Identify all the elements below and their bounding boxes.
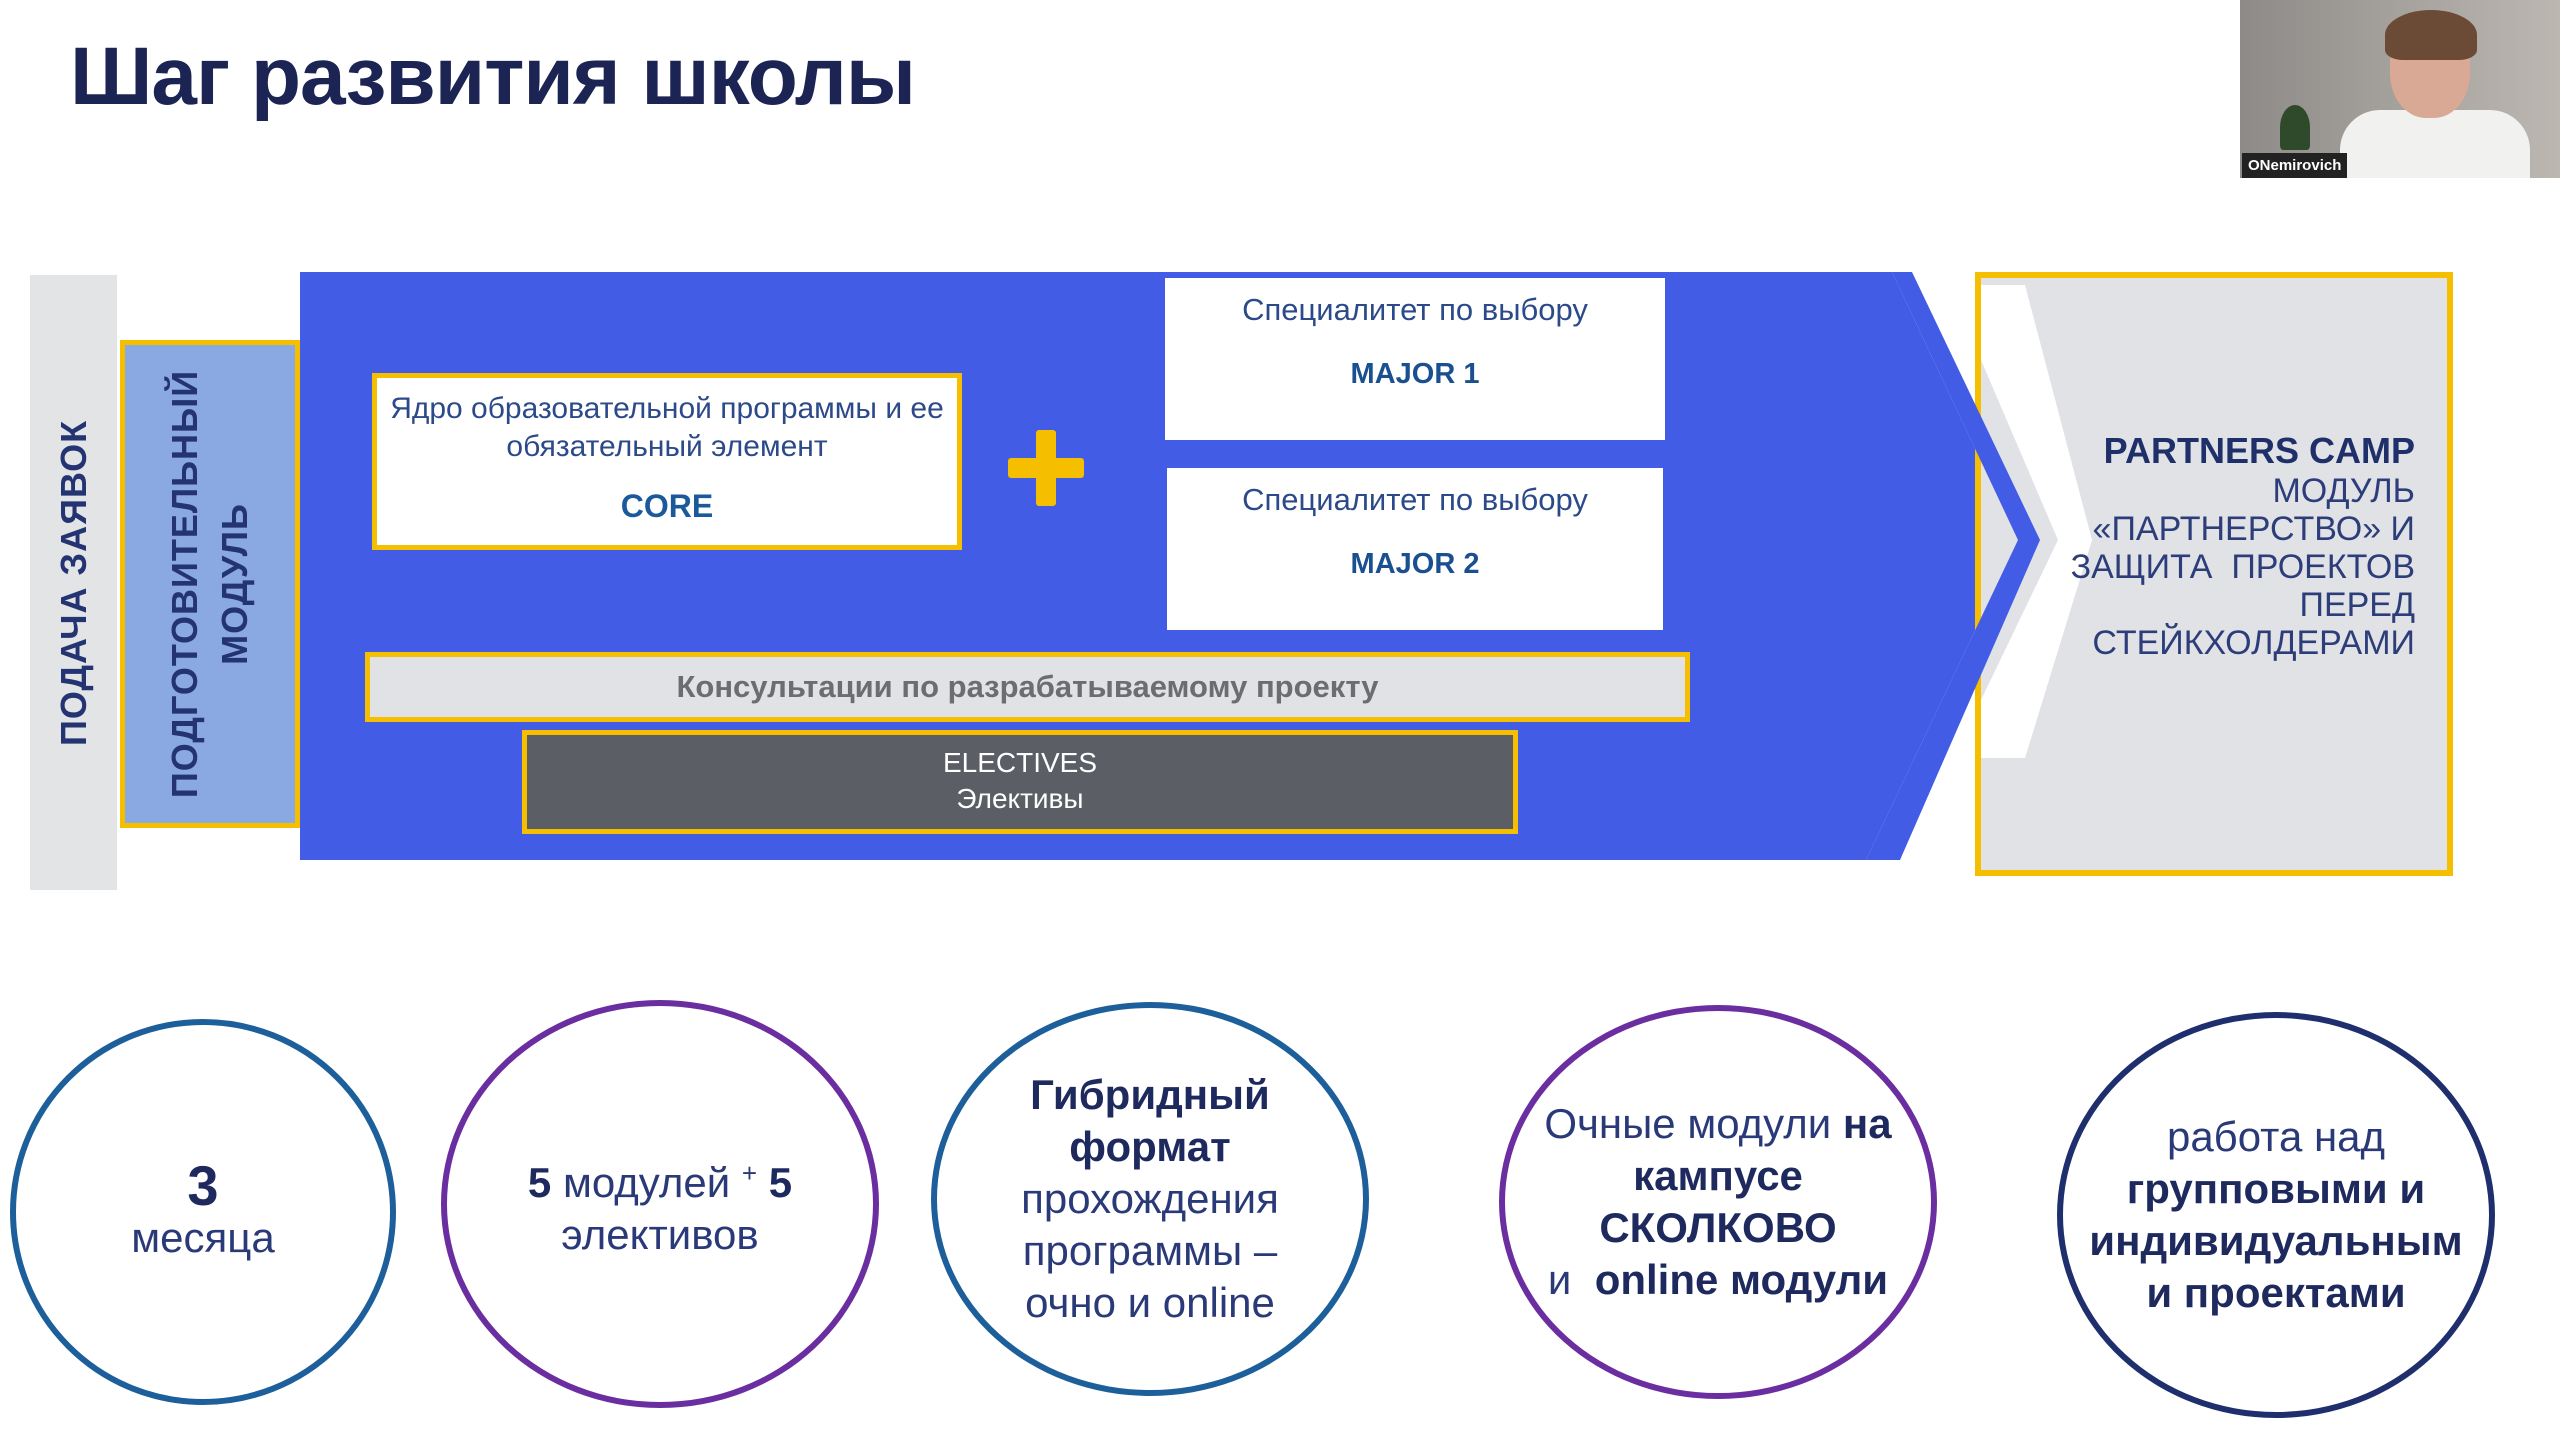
location-text: и — [1547, 1256, 1572, 1303]
plus-sign: + — [741, 1158, 758, 1188]
slide-title: Шаг развития школы — [70, 31, 916, 122]
major-description: Специалитет по выбору — [1242, 482, 1588, 517]
partners-line: ЗАЩИТА ПРОЕКТОВ — [2070, 548, 2415, 586]
core-label: CORE — [620, 488, 714, 524]
projects-bold: индивидуальным — [2089, 1217, 2463, 1264]
modules-line-1: 5 модулей + 5 — [528, 1147, 792, 1209]
major-description: Специалитет по выбору — [1242, 292, 1588, 327]
core-box: Ядро образовательной программы и ее обяз… — [372, 373, 962, 550]
duration-unit: месяца — [131, 1214, 275, 1261]
fact-duration: 3 месяца — [10, 1019, 396, 1405]
consultations-bar: Консультации по разрабатываемому проекту — [365, 652, 1690, 722]
major-2-box: Специалитет по выбору MAJOR 2 — [1167, 468, 1663, 630]
electives-label-en: ELECTIVES — [942, 747, 1098, 778]
major-1-box: Специалитет по выбору MAJOR 1 — [1165, 278, 1665, 440]
projects-text: работа над — [2166, 1113, 2386, 1160]
electives-label-ru: Элективы — [956, 783, 1084, 814]
partners-camp-title: PARTNERS CAMP — [2103, 430, 2415, 471]
location-line-1: Очные модули на — [1544, 1098, 1891, 1150]
plant-image — [2280, 105, 2310, 150]
partners-line: СТЕЙКХОЛДЕРАМИ — [2092, 624, 2415, 662]
speaker-image — [2340, 110, 2530, 178]
major-label: MAJOR 2 — [1350, 548, 1480, 580]
location-line-4: и online модули — [1548, 1254, 1888, 1306]
projects-bold: групповыми и — [2126, 1165, 2426, 1212]
stage-preparatory-module: ПОДГОТОВИТЕЛЬНЫЙ МОДУЛЬ — [120, 340, 300, 828]
participant-video[interactable]: ONemirovich — [2240, 0, 2560, 178]
fact-location: Очные модули на кампусе СКОЛКОВО и onlin… — [1499, 1005, 1937, 1399]
fact-format: Гибридный формат прохождения программы –… — [931, 1002, 1369, 1396]
location-bold: кампусе — [1633, 1152, 1803, 1199]
fact-projects: работа над групповыми и индивидуальным и… — [2057, 1012, 2495, 1418]
format-line: очно и online — [1025, 1279, 1275, 1326]
plus-icon — [1008, 430, 1084, 506]
location-bold: на — [1842, 1100, 1892, 1147]
location-bold: online модули — [1594, 1256, 1889, 1303]
electives-box: ELECTIVES Элективы — [522, 730, 1518, 834]
fact-modules: 5 модулей + 5 элективов — [441, 1000, 879, 1408]
duration-number: 3 — [187, 1154, 219, 1217]
partners-line: ПЕРЕД — [2299, 586, 2416, 624]
location-text: Очные модули — [1544, 1100, 1832, 1147]
stage-applications: ПОДАЧА ЗАЯВОК — [30, 275, 117, 890]
partners-line: «ПАРТНЕРСТВО» И — [2092, 510, 2415, 548]
format-bold-1: Гибридный — [1030, 1071, 1270, 1118]
location-bold: СКОЛКОВО — [1599, 1204, 1837, 1251]
modules-count: 5 — [527, 1159, 552, 1206]
electives-count: 5 — [768, 1159, 793, 1206]
format-line: прохождения — [1021, 1175, 1279, 1222]
format-line: программы – — [1022, 1227, 1278, 1274]
core-description: Ядро образовательной программы и ее обяз… — [390, 392, 944, 463]
partners-camp-text: PARTNERS CAMP МОДУЛЬ «ПАРТНЕРСТВО» И ЗАЩ… — [2040, 430, 2416, 663]
modules-text: модулей — [562, 1159, 731, 1206]
electives-text: элективов — [561, 1211, 759, 1258]
format-bold-2: формат — [1069, 1123, 1231, 1170]
participant-name: ONemirovich — [2242, 153, 2348, 178]
partners-line: МОДУЛЬ — [2272, 472, 2415, 510]
projects-bold: и проектами — [2146, 1269, 2406, 1316]
speaker-hair-image — [2385, 10, 2477, 60]
major-label: MAJOR 1 — [1350, 358, 1480, 390]
